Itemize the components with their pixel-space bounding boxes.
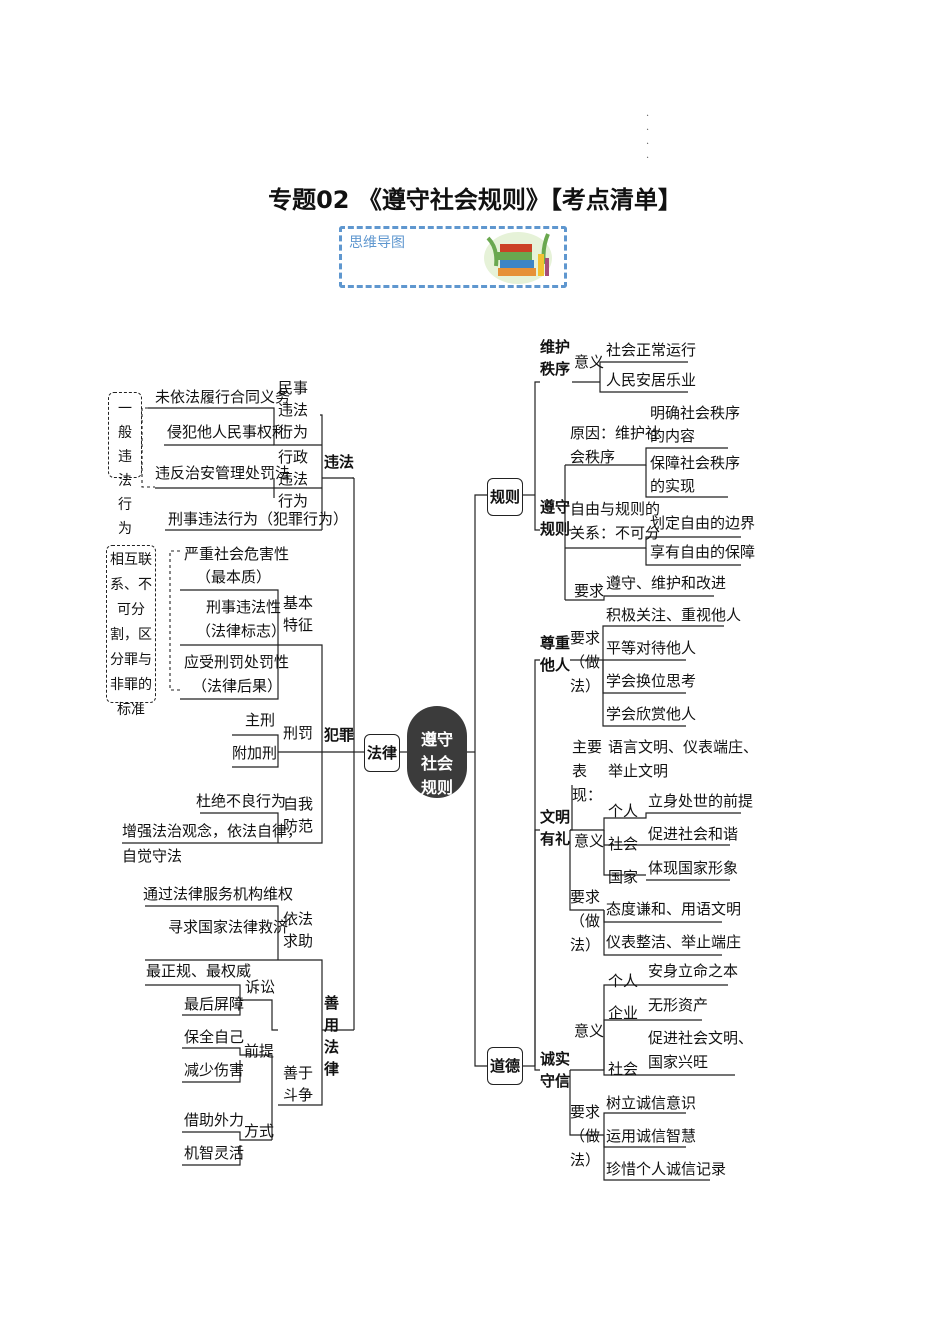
leaf-q1: 保全自己 xyxy=(184,1028,245,1046)
leaf-f1a: 严重社会危害性 xyxy=(184,545,290,563)
leaf-m2: 侵犯他人民事权利 xyxy=(167,423,288,441)
leaf-z2b: 自觉守法 xyxy=(122,847,183,865)
leaf-fz1: 划定自由的边界 xyxy=(650,514,756,532)
leaf-y2: 寻求国家法律救济 xyxy=(168,918,289,936)
node-civility: 文明有礼 xyxy=(540,808,571,848)
leaf-r2a: 保障社会秩序 xyxy=(650,454,741,472)
leaf-wm4: 态度谦和、用语文明 xyxy=(606,900,742,918)
leaf-f3b: （法律后果） xyxy=(192,677,283,695)
node-honesty-significance: 意义 xyxy=(574,1022,605,1040)
node-civility-requirement: 要求（做法） xyxy=(570,888,601,954)
leaf-additional-penalty: 附加刑 xyxy=(232,744,278,762)
leaf-f2b: （法律标志） xyxy=(196,622,287,640)
leaf-zz1: 积极关注、重视他人 xyxy=(606,606,742,624)
node-respect-requirement: 要求（做法） xyxy=(570,629,601,695)
leaf-freedom-b: 关系：不可分 xyxy=(570,524,661,542)
leaf-f2a: 刑事违法性 xyxy=(206,598,282,616)
leaf-s1: 最正规、最权威 xyxy=(146,962,252,980)
leaf-fs2: 机智灵活 xyxy=(184,1144,245,1162)
leaf-m1: 未依法履行合同义务 xyxy=(155,388,291,406)
mindmap-banner xyxy=(339,226,567,288)
leaf-r1b: 的内容 xyxy=(650,427,696,445)
leaf-criminal-violation: 刑事违法行为（犯罪行为） xyxy=(168,510,349,528)
leaf-fs1: 借助外力 xyxy=(184,1111,245,1129)
node-follow-rules: 遵守规则 xyxy=(540,498,571,538)
leaf-cs6: 珍惜个人诚信记录 xyxy=(606,1160,727,1178)
leaf-fz2: 享有自由的保障 xyxy=(650,543,756,561)
node-good-struggle: 善于斗争 xyxy=(283,1064,314,1104)
node-honesty-requirement: 要求（做法） xyxy=(570,1103,601,1169)
leaf-r2b: 的实现 xyxy=(650,477,696,495)
node-honesty: 诚实守信 xyxy=(540,1050,571,1090)
leaf-f1b: （最本质） xyxy=(196,568,272,586)
leaf-h-individual: 个人 xyxy=(608,972,639,990)
leaf-cs3b: 国家兴旺 xyxy=(648,1053,709,1071)
leaf-h-enterprise: 企业 xyxy=(608,1004,639,1022)
leaf-zz4: 学会欣赏他人 xyxy=(606,705,697,723)
leaf-wm2: 促进社会和谐 xyxy=(648,825,739,843)
leaf-zy-b: 举止文明 xyxy=(608,762,669,780)
leaf-q2: 减少伤害 xyxy=(184,1061,245,1079)
node-respect-others: 尊重他人 xyxy=(540,634,571,674)
center-node: 遵守社会规则 xyxy=(407,706,467,798)
node-self-defense: 自我防范 xyxy=(283,795,314,835)
leaf-reason-a: 原因：维护社 xyxy=(570,424,661,442)
node-rules-requirement: 要求 xyxy=(574,582,605,600)
leaf-r1a: 明确社会秩序 xyxy=(650,404,741,422)
node-basic-features: 基本特征 xyxy=(283,594,314,634)
node-rules: 规则 xyxy=(487,478,523,516)
crime-features-note: 相互联系、不可分割，区分罪与非罪的标准 xyxy=(106,545,156,718)
leaf-wm5: 仪表整洁、举止端庄 xyxy=(606,933,742,951)
leaf-yq1: 遵守、维护和改进 xyxy=(606,574,727,592)
page-title: 专题02 《遵守社会规则》【考点清单】 xyxy=(268,186,682,214)
node-admin-violation: 行政违法行为 xyxy=(278,448,309,510)
leaf-zz2: 平等对待他人 xyxy=(606,639,697,657)
general-violation-note: 一般违法行为 xyxy=(108,392,142,537)
leaf-cs5: 运用诚信智慧 xyxy=(606,1127,697,1145)
leaf-wm3: 体现国家形象 xyxy=(648,859,739,877)
node-premise: 前提 xyxy=(244,1042,275,1060)
node-violation: 违法 xyxy=(324,453,355,471)
leaf-f3a: 应受刑罚处罚性 xyxy=(184,653,290,671)
leaf-cs2: 无形资产 xyxy=(648,996,709,1014)
leaf-h-society: 社会 xyxy=(608,1060,639,1078)
leaf-x1: 违反治安管理处罚法 xyxy=(155,464,291,482)
mindmap-label: 思维导图 xyxy=(349,235,405,251)
node-method: 方式 xyxy=(244,1122,275,1140)
node-main-expression: 主要表现： xyxy=(572,738,603,804)
leaf-freedom-a: 自由与规则的 xyxy=(570,500,661,518)
leaf-y1: 通过法律服务机构维权 xyxy=(143,885,294,903)
leaf-reason-b: 会秩序 xyxy=(570,448,616,466)
leaf-cs4: 树立诚信意识 xyxy=(606,1094,697,1112)
leaf-w1: 社会正常运行 xyxy=(606,341,697,359)
leaf-principal-penalty: 主刑 xyxy=(245,711,276,729)
node-civility-significance: 意义 xyxy=(574,832,605,850)
node-law: 法律 xyxy=(364,734,400,772)
node-seek-help: 依法求助 xyxy=(283,910,314,950)
node-lawsuit: 诉讼 xyxy=(245,978,276,996)
leaf-society: 社会 xyxy=(608,835,639,853)
books-icon xyxy=(484,232,552,284)
leaf-wm1: 立身处世的前提 xyxy=(648,792,754,810)
leaf-s2: 最后屏障 xyxy=(184,995,245,1013)
leaf-zy-a: 语言文明、仪表端庄、 xyxy=(608,738,759,756)
node-punishment: 刑罚 xyxy=(283,724,314,742)
leaf-cs3a: 促进社会文明、 xyxy=(648,1029,754,1047)
node-rules-significance: 意义 xyxy=(574,353,605,371)
node-maintain-order: 维护秩序 xyxy=(540,338,571,378)
leaf-z1: 杜绝不良行为 xyxy=(196,792,287,810)
leaf-cs1: 安身立命之本 xyxy=(648,962,739,980)
node-crime: 犯罪 xyxy=(324,726,355,744)
leaf-nation: 国家 xyxy=(608,868,639,886)
node-use-law: 善用法律 xyxy=(324,994,340,1078)
leaf-individual: 个人 xyxy=(608,802,639,820)
node-morality: 道德 xyxy=(487,1047,523,1085)
leaf-zz3: 学会换位思考 xyxy=(606,672,697,690)
leaf-z2a: 增强法治观念，依法自律， xyxy=(122,822,303,840)
decorative-dots: ···· xyxy=(646,111,650,164)
node-civil-violation: 民事违法行为 xyxy=(278,379,309,441)
leaf-w2: 人民安居乐业 xyxy=(606,371,697,389)
